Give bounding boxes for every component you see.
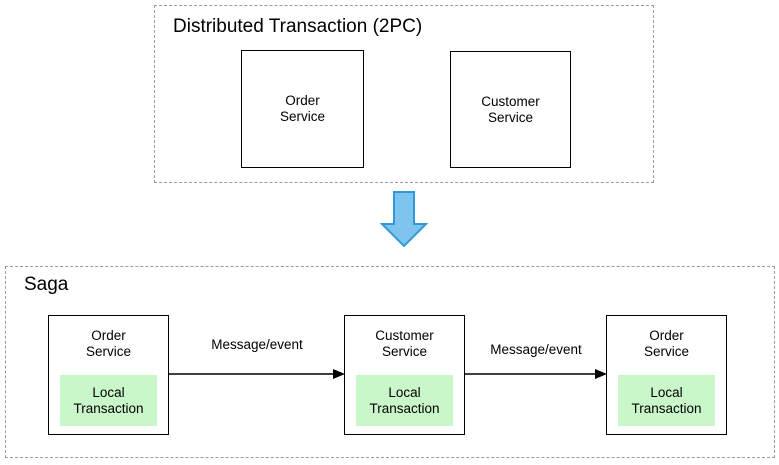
group-distributed-transaction: Distributed Transaction (2PC): [154, 5, 654, 183]
group-title-distributed-transaction: Distributed Transaction (2PC): [173, 16, 423, 37]
local-transaction-label: Local Transaction: [73, 384, 144, 416]
service-box-label: Order Service: [643, 328, 689, 359]
service-box-customer-service-2pc: Customer Service: [450, 51, 571, 168]
service-box-order-service-2pc: Order Service: [241, 50, 364, 168]
local-transaction-badge: Local Transaction: [356, 375, 453, 426]
local-transaction-label: Local Transaction: [369, 384, 440, 416]
connector-arrow-1: [169, 369, 345, 379]
service-box-label: Customer Service: [375, 328, 434, 359]
saga-service-box-order-service-1: Order Service Local Transaction: [48, 315, 169, 435]
saga-service-box-order-service-2: Order Service Local Transaction: [606, 315, 727, 435]
service-box-label: Order Service: [85, 328, 131, 359]
connector-arrow-2: [465, 369, 607, 379]
local-transaction-label: Local Transaction: [631, 384, 702, 416]
local-transaction-badge: Local Transaction: [618, 375, 715, 426]
down-arrow-icon: [380, 191, 428, 248]
group-saga: Saga: [5, 266, 775, 458]
connector-label-message-event-2: Message/event: [490, 342, 582, 357]
service-box-label: Customer Service: [481, 93, 540, 125]
local-transaction-badge: Local Transaction: [60, 375, 157, 426]
saga-service-box-customer-service: Customer Service Local Transaction: [344, 315, 465, 435]
service-box-label: Order Service: [279, 93, 325, 124]
connector-label-message-event-1: Message/event: [211, 337, 303, 352]
group-title-saga: Saga: [24, 274, 69, 295]
